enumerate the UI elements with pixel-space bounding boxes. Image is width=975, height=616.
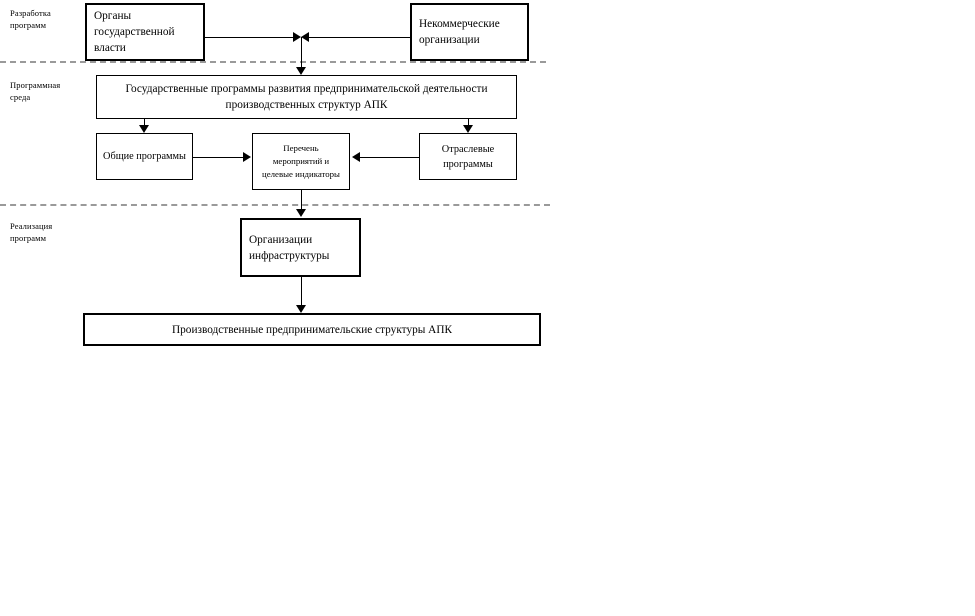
connector-state-bodies-to-junction (205, 37, 294, 38)
divider-program-implementation (0, 204, 550, 206)
connector-nonprofit-to-junction (309, 37, 410, 38)
node-infrastructure-organizations[interactable]: Организации инфраструктуры (240, 218, 361, 277)
stage-label-development: Разработка программ (10, 8, 51, 30)
arrowhead-down-state-programs (296, 67, 306, 75)
node-sector-programs-label: Отраслевые программы (441, 143, 495, 170)
node-nonprofit-organizations[interactable]: Некоммерческие организации (410, 3, 529, 61)
node-general-programs-label: Общие программы (103, 151, 186, 162)
connector-sector-to-measures (360, 157, 419, 158)
arrowhead-right-junction (293, 32, 301, 42)
node-state-bodies[interactable]: Органы государственной власти (85, 3, 205, 61)
arrowhead-left-junction (301, 32, 309, 42)
arrowhead-left-measures (352, 152, 360, 162)
arrowhead-down-production (296, 305, 306, 313)
node-sector-programs[interactable]: Отраслевые программы (419, 133, 517, 180)
arrowhead-down-sector-programs (463, 125, 473, 133)
node-state-programs-label: Государственные программы развития предп… (125, 83, 488, 111)
connector-junction-to-state-programs (301, 37, 302, 69)
connector-measures-to-infrastructure (301, 190, 302, 212)
stage-label-program-environment: Программная среда (10, 80, 61, 102)
node-infrastructure-organizations-label: Организации инфраструктуры (249, 233, 330, 262)
connector-state-programs-to-sector (468, 119, 469, 127)
connector-general-to-measures (193, 157, 245, 158)
arrowhead-down-general-programs (139, 125, 149, 133)
node-measures-list[interactable]: Перечень мероприятий и целевые индикатор… (252, 133, 350, 190)
node-production-structures-label: Производственные предпринимательские стр… (171, 323, 453, 336)
node-general-programs[interactable]: Общие программы (96, 133, 193, 180)
stage-label-implementation: Реализация программ (10, 221, 53, 243)
arrowhead-down-infrastructure (296, 209, 306, 217)
node-state-programs[interactable]: Государственные программы развития предп… (96, 75, 517, 119)
arrowhead-right-measures (243, 152, 251, 162)
node-measures-list-label: Перечень мероприятий и целевые индикатор… (262, 143, 340, 179)
node-production-structures[interactable]: Производственные предпринимательские стр… (83, 313, 541, 346)
node-state-bodies-label: Органы государственной власти (94, 10, 175, 54)
divider-development-program (0, 61, 546, 63)
connector-state-programs-to-general (144, 119, 145, 127)
connector-infrastructure-to-production (301, 277, 302, 308)
node-nonprofit-organizations-label: Некоммерческие организации (419, 18, 500, 46)
